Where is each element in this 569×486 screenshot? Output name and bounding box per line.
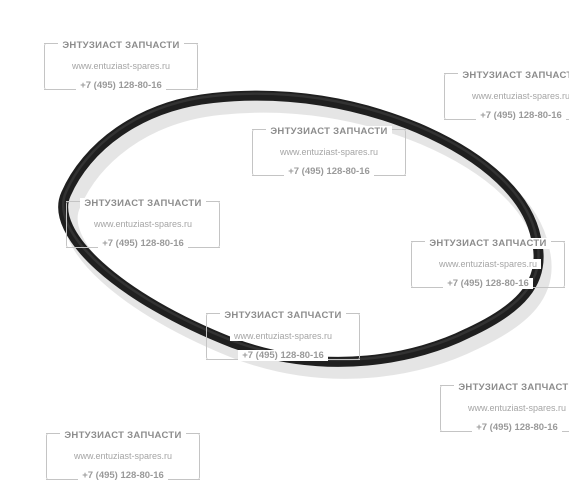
watermark-phone: +7 (495) 128-80-16 [78, 470, 168, 481]
watermark-phone: +7 (495) 128-80-16 [472, 422, 562, 433]
watermark-website: www.entuziast-spares.ru [463, 403, 569, 413]
watermark: ЭНТУЗИАСТ ЗАПЧАСТИ www.entuziast-spares.… [411, 234, 565, 294]
watermark-company: ЭНТУЗИАСТ ЗАПЧАСТИ [458, 70, 569, 81]
watermark-phone: +7 (495) 128-80-16 [98, 238, 188, 249]
watermark-company: ЭНТУЗИАСТ ЗАПЧАСТИ [454, 382, 569, 393]
watermark: ЭНТУЗИАСТ ЗАПЧАСТИ www.entuziast-spares.… [46, 426, 200, 486]
watermark-website: www.entuziast-spares.ru [69, 451, 177, 461]
watermark-company: ЭНТУЗИАСТ ЗАПЧАСТИ [80, 198, 206, 209]
watermark: ЭНТУЗИАСТ ЗАПЧАСТИ www.entuziast-spares.… [252, 122, 406, 182]
watermark-company: ЭНТУЗИАСТ ЗАПЧАСТИ [60, 430, 186, 441]
watermark-phone: +7 (495) 128-80-16 [443, 278, 533, 289]
watermark-phone: +7 (495) 128-80-16 [476, 110, 566, 121]
watermark-phone: +7 (495) 128-80-16 [238, 350, 328, 361]
watermark-company: ЭНТУЗИАСТ ЗАПЧАСТИ [58, 40, 184, 51]
watermark-website: www.entuziast-spares.ru [89, 219, 197, 229]
watermark-website: www.entuziast-spares.ru [229, 331, 337, 341]
watermark-phone: +7 (495) 128-80-16 [284, 166, 374, 177]
watermark-company: ЭНТУЗИАСТ ЗАПЧАСТИ [266, 126, 392, 137]
watermark-company: ЭНТУЗИАСТ ЗАПЧАСТИ [425, 238, 551, 249]
watermark-website: www.entuziast-spares.ru [275, 147, 383, 157]
watermark: ЭНТУЗИАСТ ЗАПЧАСТИ www.entuziast-spares.… [206, 306, 360, 366]
watermark-website: www.entuziast-spares.ru [467, 91, 569, 101]
watermark: ЭНТУЗИАСТ ЗАПЧАСТИ www.entuziast-spares.… [444, 66, 569, 126]
watermark-website: www.entuziast-spares.ru [67, 61, 175, 71]
watermark-website: www.entuziast-spares.ru [434, 259, 542, 269]
watermark: ЭНТУЗИАСТ ЗАПЧАСТИ www.entuziast-spares.… [44, 36, 198, 96]
watermark-company: ЭНТУЗИАСТ ЗАПЧАСТИ [220, 310, 346, 321]
watermark: ЭНТУЗИАСТ ЗАПЧАСТИ www.entuziast-spares.… [66, 194, 220, 254]
watermark: ЭНТУЗИАСТ ЗАПЧАСТИ www.entuziast-spares.… [440, 378, 569, 438]
watermark-phone: +7 (495) 128-80-16 [76, 80, 166, 91]
